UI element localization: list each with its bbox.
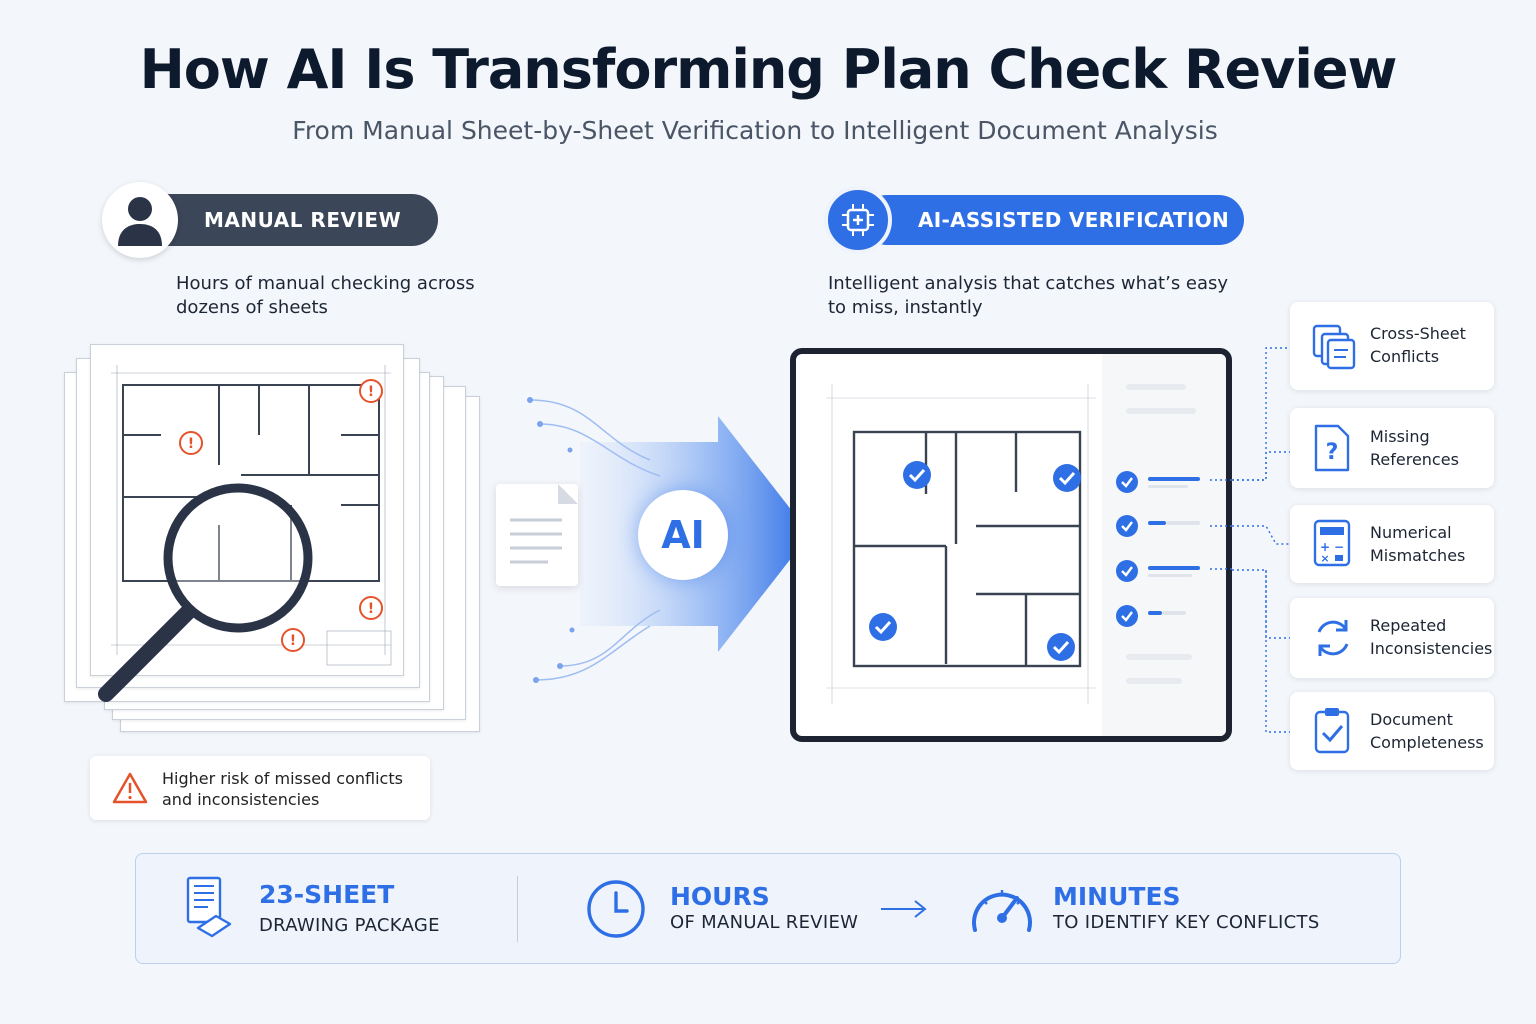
stats-bar: 23-SHEET DRAWING PACKAGE HOURS OF MANUAL… (135, 853, 1401, 964)
person-icon (102, 182, 178, 258)
feature-label: Numerical Mismatches (1370, 523, 1466, 565)
alert-marker-icon: ! (359, 379, 383, 403)
ai-verification-pill: AI-ASSISTED VERIFICATION (862, 195, 1244, 245)
arrow-right-icon (881, 900, 927, 918)
page-title: How AI Is Transforming Plan Check Review (139, 38, 1398, 101)
alert-marker-icon: ! (359, 596, 383, 620)
stats-divider (517, 876, 518, 942)
hours-stat-title: HOURS (670, 882, 770, 911)
drawing-package-icon (186, 876, 232, 938)
alert-marker-icon: ! (179, 431, 203, 455)
magnifying-glass-icon (98, 483, 313, 702)
warning-triangle-icon (112, 772, 148, 804)
svg-text:!: ! (368, 601, 374, 617)
feature-card-cross-sheet: Cross-Sheet Conflicts (1290, 302, 1494, 390)
svg-text:+: + (1320, 540, 1330, 554)
minutes-stat-sub: TO IDENTIFY KEY CONFLICTS (1053, 912, 1320, 933)
svg-text:!: ! (290, 633, 296, 649)
sheets-stat-title: 23-SHEET (259, 880, 395, 909)
copy-sheets-icon (1312, 324, 1356, 370)
ai-description: Intelligent analysis that catches what’s… (828, 273, 1229, 318)
check-circle-icon (1053, 464, 1081, 492)
svg-text:×: × (1320, 552, 1329, 565)
verification-checklist (1116, 471, 1232, 627)
minutes-stat-title: MINUTES (1053, 882, 1181, 911)
check-circle-icon (869, 613, 897, 641)
svg-text:!: ! (188, 436, 194, 452)
svg-text:−: − (1334, 540, 1344, 554)
tablet-floor-plan (826, 354, 1226, 736)
feature-connectors (1232, 347, 1290, 733)
clipboard-check-icon (1314, 708, 1350, 754)
feature-card-missing-references: ? Missing References (1290, 408, 1494, 488)
feature-card-numerical: + − × Numerical Mismatches (1290, 505, 1494, 583)
feature-label: Missing References (1370, 427, 1459, 469)
clock-icon (587, 880, 645, 938)
refresh-icon (1317, 620, 1349, 656)
tablet-plan-view (790, 348, 1232, 742)
ai-badge: AI (638, 490, 728, 580)
risk-warning-text: Higher risk of missed conflicts and inco… (162, 769, 403, 809)
calculator-icon: + − × (1313, 519, 1351, 567)
chip-icon (824, 186, 892, 254)
svg-text:?: ? (1326, 440, 1339, 465)
manual-description: Hours of manual checking across dozens o… (176, 273, 475, 318)
sheets-stat-sub: DRAWING PACKAGE (259, 915, 440, 936)
alert-marker-icon: ! (281, 628, 305, 652)
manual-review-pill: MANUAL REVIEW (140, 194, 438, 246)
question-doc-icon: ? (1314, 424, 1350, 472)
feature-label: Document Completeness (1370, 710, 1484, 752)
svg-text:!: ! (368, 384, 374, 400)
manual-review-label: MANUAL REVIEW (204, 208, 402, 232)
feature-label: Repeated Inconsistencies (1370, 616, 1493, 658)
hours-stat-sub: OF MANUAL REVIEW (670, 912, 859, 933)
check-circle-icon (1047, 633, 1075, 661)
risk-warning-box: Higher risk of missed conflicts and inco… (90, 756, 430, 820)
feature-label: Cross-Sheet Conflicts (1370, 324, 1466, 366)
feature-card-completeness: Document Completeness (1290, 692, 1494, 770)
document-icon (496, 484, 578, 586)
speedometer-icon (972, 890, 1032, 932)
ai-verification-label: AI-ASSISTED VERIFICATION (918, 208, 1230, 232)
page-subtitle: From Manual Sheet-by-Sheet Verification … (292, 116, 1218, 145)
feature-card-repeated: Repeated Inconsistencies (1290, 598, 1494, 678)
check-circle-icon (903, 461, 931, 489)
